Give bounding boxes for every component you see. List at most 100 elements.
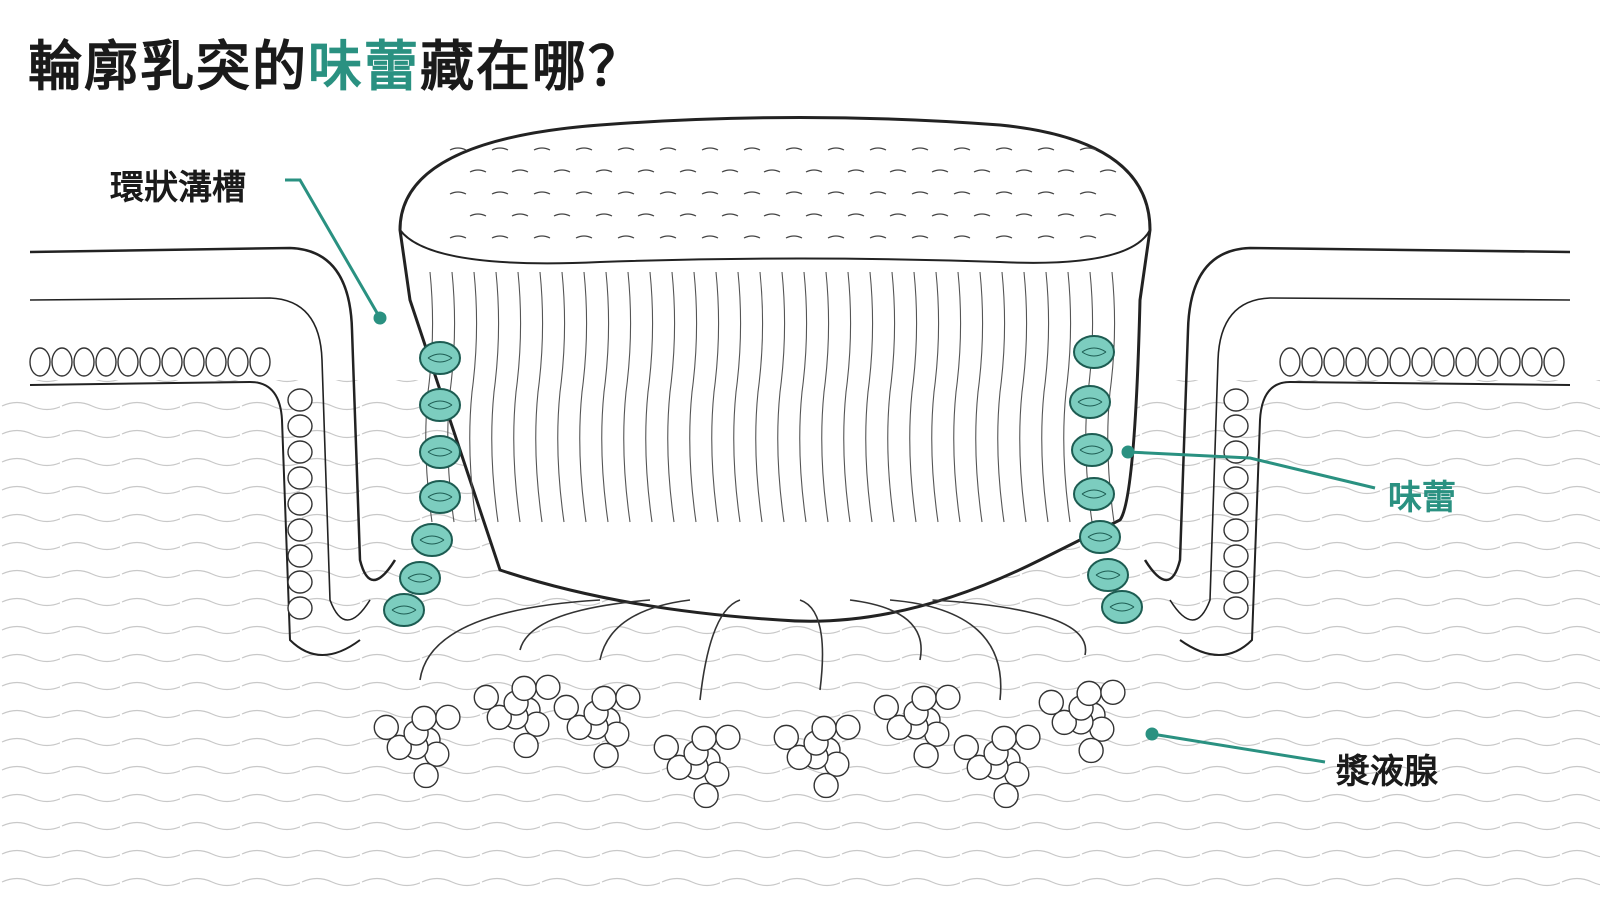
epithelial-cell xyxy=(287,492,313,516)
surface-mark xyxy=(953,235,971,239)
gland-acinus xyxy=(935,684,961,710)
gland-acinus xyxy=(511,675,537,702)
surface-mark xyxy=(575,191,593,195)
gland-acinus xyxy=(373,714,399,741)
taste-bud xyxy=(383,593,425,627)
gland-duct xyxy=(419,599,601,681)
fiber-line xyxy=(733,271,742,523)
taste-bud-detail xyxy=(391,605,417,615)
fiber-line xyxy=(535,271,544,523)
fiber-line xyxy=(601,271,610,523)
surface-mark xyxy=(827,147,845,151)
taste-bud xyxy=(1073,477,1115,511)
gland-duct xyxy=(849,599,922,661)
gland-acinus xyxy=(1038,689,1064,716)
surface-mark xyxy=(617,235,635,239)
papilla xyxy=(398,116,1152,623)
taste-bud xyxy=(419,435,461,469)
gland-acinus xyxy=(811,715,837,742)
epithelial-cell xyxy=(287,466,313,490)
fiber-line xyxy=(1041,271,1050,523)
surface-mark xyxy=(469,169,487,173)
epithelial-cell xyxy=(1223,544,1249,568)
taste-bud-leader-line xyxy=(1127,450,1376,490)
title-suffix: 藏在哪？ xyxy=(420,35,644,98)
surface-mark xyxy=(953,147,971,151)
title-prefix: 輪廓乳突的 xyxy=(28,35,308,98)
surface-mark xyxy=(827,235,845,239)
gland-acinus xyxy=(773,724,799,751)
epithelial-cell xyxy=(1499,347,1521,377)
taste-bud-detail xyxy=(1081,489,1107,499)
surface-mark xyxy=(617,191,635,195)
taste-bud xyxy=(1071,433,1113,467)
surface-mark xyxy=(533,191,551,195)
surface-mark xyxy=(785,235,803,239)
epithelial-cell xyxy=(1389,347,1411,377)
taste-bud-detail xyxy=(427,447,453,457)
taste-bud-detail xyxy=(1081,347,1107,357)
fiber-line xyxy=(557,271,566,523)
surface-mark xyxy=(995,191,1013,195)
taste-bud-detail xyxy=(1109,602,1135,612)
epithelial-cell xyxy=(1433,347,1455,377)
fiber-line xyxy=(821,271,830,523)
fiber-line xyxy=(1063,271,1072,523)
left-epithelium xyxy=(29,246,397,656)
trench-leader-dot xyxy=(373,311,387,325)
surface-mark xyxy=(743,235,761,239)
gland-acinus xyxy=(666,754,692,781)
surface-mark xyxy=(659,147,677,151)
gland-leader-dot xyxy=(1145,727,1159,741)
gland-acinus xyxy=(553,694,579,721)
epithelial-cell xyxy=(1223,440,1249,464)
gland-acinus xyxy=(615,684,641,710)
surface-mark xyxy=(763,213,781,217)
right-epithelial-cells xyxy=(1223,347,1565,620)
taste-bud xyxy=(1073,335,1115,369)
epithelial-cell xyxy=(287,544,313,568)
surface-mark xyxy=(679,213,697,217)
epithelial-cell xyxy=(1323,347,1345,377)
taste-bud-detail xyxy=(1087,532,1113,542)
taste-bud xyxy=(1101,590,1143,624)
trench-leader-line xyxy=(285,178,382,319)
gland-acinus xyxy=(966,754,992,781)
gland-acinus xyxy=(566,714,592,741)
taste-bud-detail xyxy=(1079,445,1105,455)
surface-mark xyxy=(701,235,719,239)
taste-bud-detail xyxy=(427,353,453,363)
surface-mark xyxy=(701,147,719,151)
gland-acinus xyxy=(1078,737,1104,764)
fiber-line xyxy=(997,271,1006,523)
fiber-line xyxy=(513,271,522,523)
gland-duct xyxy=(932,599,1087,656)
fiber-line xyxy=(623,271,632,523)
surface-mark xyxy=(805,169,823,173)
epithelial-cell xyxy=(1543,347,1565,377)
epithelial-cell xyxy=(287,388,313,412)
epithelial-cell xyxy=(1223,518,1249,542)
taste-bud-detail xyxy=(419,535,445,545)
epithelial-cell xyxy=(249,347,271,377)
fiber-line xyxy=(755,271,764,523)
epithelial-cell xyxy=(1455,347,1477,377)
gland-acinus xyxy=(435,704,461,730)
epithelial-cell xyxy=(1345,347,1367,377)
gland-acinus xyxy=(691,725,717,752)
surface-mark xyxy=(595,213,613,217)
taste-buds xyxy=(383,335,1143,627)
epithelial-cell xyxy=(1223,466,1249,490)
surface-mark xyxy=(1099,169,1117,173)
surface-mark xyxy=(1057,213,1075,217)
surface-mark xyxy=(1037,191,1055,195)
gland-acinus xyxy=(591,685,617,712)
fiber-line xyxy=(887,271,896,523)
gland-acinus xyxy=(835,714,861,740)
surface-mark xyxy=(763,169,781,173)
gland-acinus xyxy=(1051,709,1077,736)
surface-mark xyxy=(743,147,761,151)
surface-mark xyxy=(449,147,467,151)
surface-mark xyxy=(679,169,697,173)
surface-mark xyxy=(931,169,949,173)
